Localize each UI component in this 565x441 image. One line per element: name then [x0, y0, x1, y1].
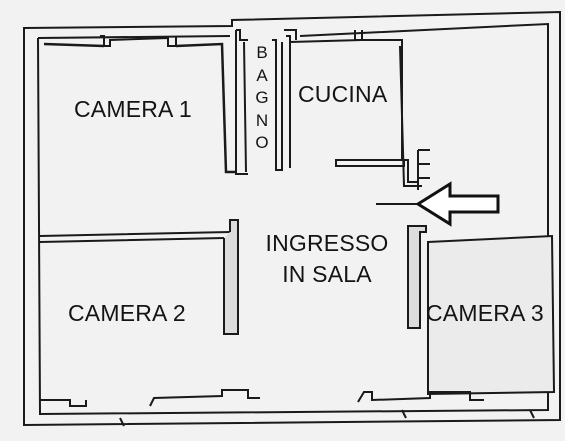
- room-camera-3: [427, 234, 556, 396]
- wall-ingresso-camera-3: [407, 225, 427, 329]
- room-label-camera-3: CAMERA 3: [426, 300, 544, 326]
- bagno-letter: O: [255, 133, 269, 152]
- room-label-camera-1: CAMERA 1: [74, 96, 192, 122]
- wall-camera-2-ingresso: [223, 219, 239, 335]
- room-label-bagno: B A G N O: [251, 44, 273, 157]
- bagno-letter: A: [256, 65, 268, 85]
- room-label-ingresso-line-1: INGRESSO: [265, 230, 389, 256]
- room-label-camera-2: CAMERA 2: [68, 300, 186, 326]
- bagno-letter: G: [255, 88, 269, 107]
- room-label-ingresso-line-2: IN SALA: [282, 261, 372, 287]
- bagno-letter: B: [256, 43, 268, 62]
- room-label-cucina: CUCINA: [298, 81, 388, 107]
- cucina-walls: [289, 39, 430, 190]
- arrow-left-icon: [415, 181, 500, 227]
- outer-wall: [23, 10, 561, 427]
- bagno-letter: N: [255, 110, 269, 130]
- room-label-ingresso: INGRESSO IN SALA: [262, 232, 392, 286]
- bagno-walls: [235, 29, 297, 175]
- wall-camera-1-2: [39, 231, 231, 243]
- bottom-wall-jambs: [40, 389, 535, 427]
- room-camera-1: [43, 42, 236, 174]
